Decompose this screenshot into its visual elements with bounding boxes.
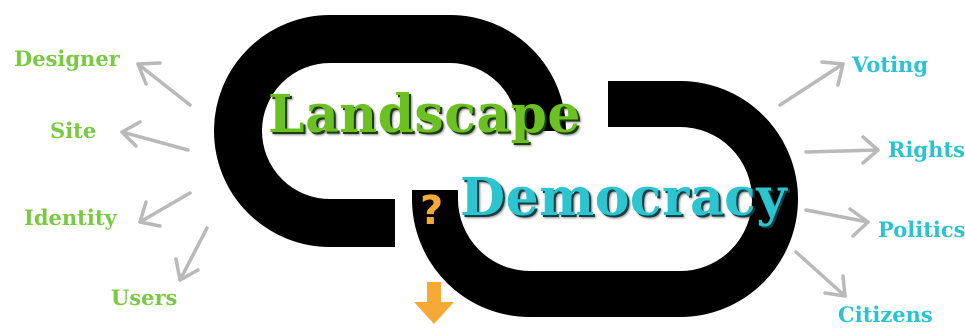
arrow-to-rights-icon xyxy=(804,135,880,165)
arrow-to-site-icon xyxy=(120,120,190,152)
label-citizens: Citizens xyxy=(838,302,933,327)
label-users: Users xyxy=(111,285,178,310)
label-identity: Identity xyxy=(24,205,117,230)
democracy-title: Democracy xyxy=(460,167,788,228)
arrow-to-users-icon xyxy=(174,226,209,282)
label-designer: Designer xyxy=(14,46,120,71)
landscape-title: Landscape xyxy=(268,84,581,145)
chain-link-right-icon xyxy=(412,81,798,317)
label-site: Site xyxy=(50,118,97,143)
question-mark: ? xyxy=(420,188,444,234)
arrow-to-voting-icon xyxy=(778,60,845,107)
arrow-to-identity-icon xyxy=(138,191,192,228)
arrow-to-politics-icon xyxy=(804,207,870,238)
label-politics: Politics xyxy=(878,217,965,242)
chain-link-left-icon xyxy=(214,14,566,247)
down-arrow-icon xyxy=(414,282,454,324)
label-voting: Voting xyxy=(852,52,929,77)
arrow-to-designer-icon xyxy=(136,61,192,107)
arrow-to-citizens-icon xyxy=(794,250,847,298)
label-rights: Rights xyxy=(888,137,965,162)
